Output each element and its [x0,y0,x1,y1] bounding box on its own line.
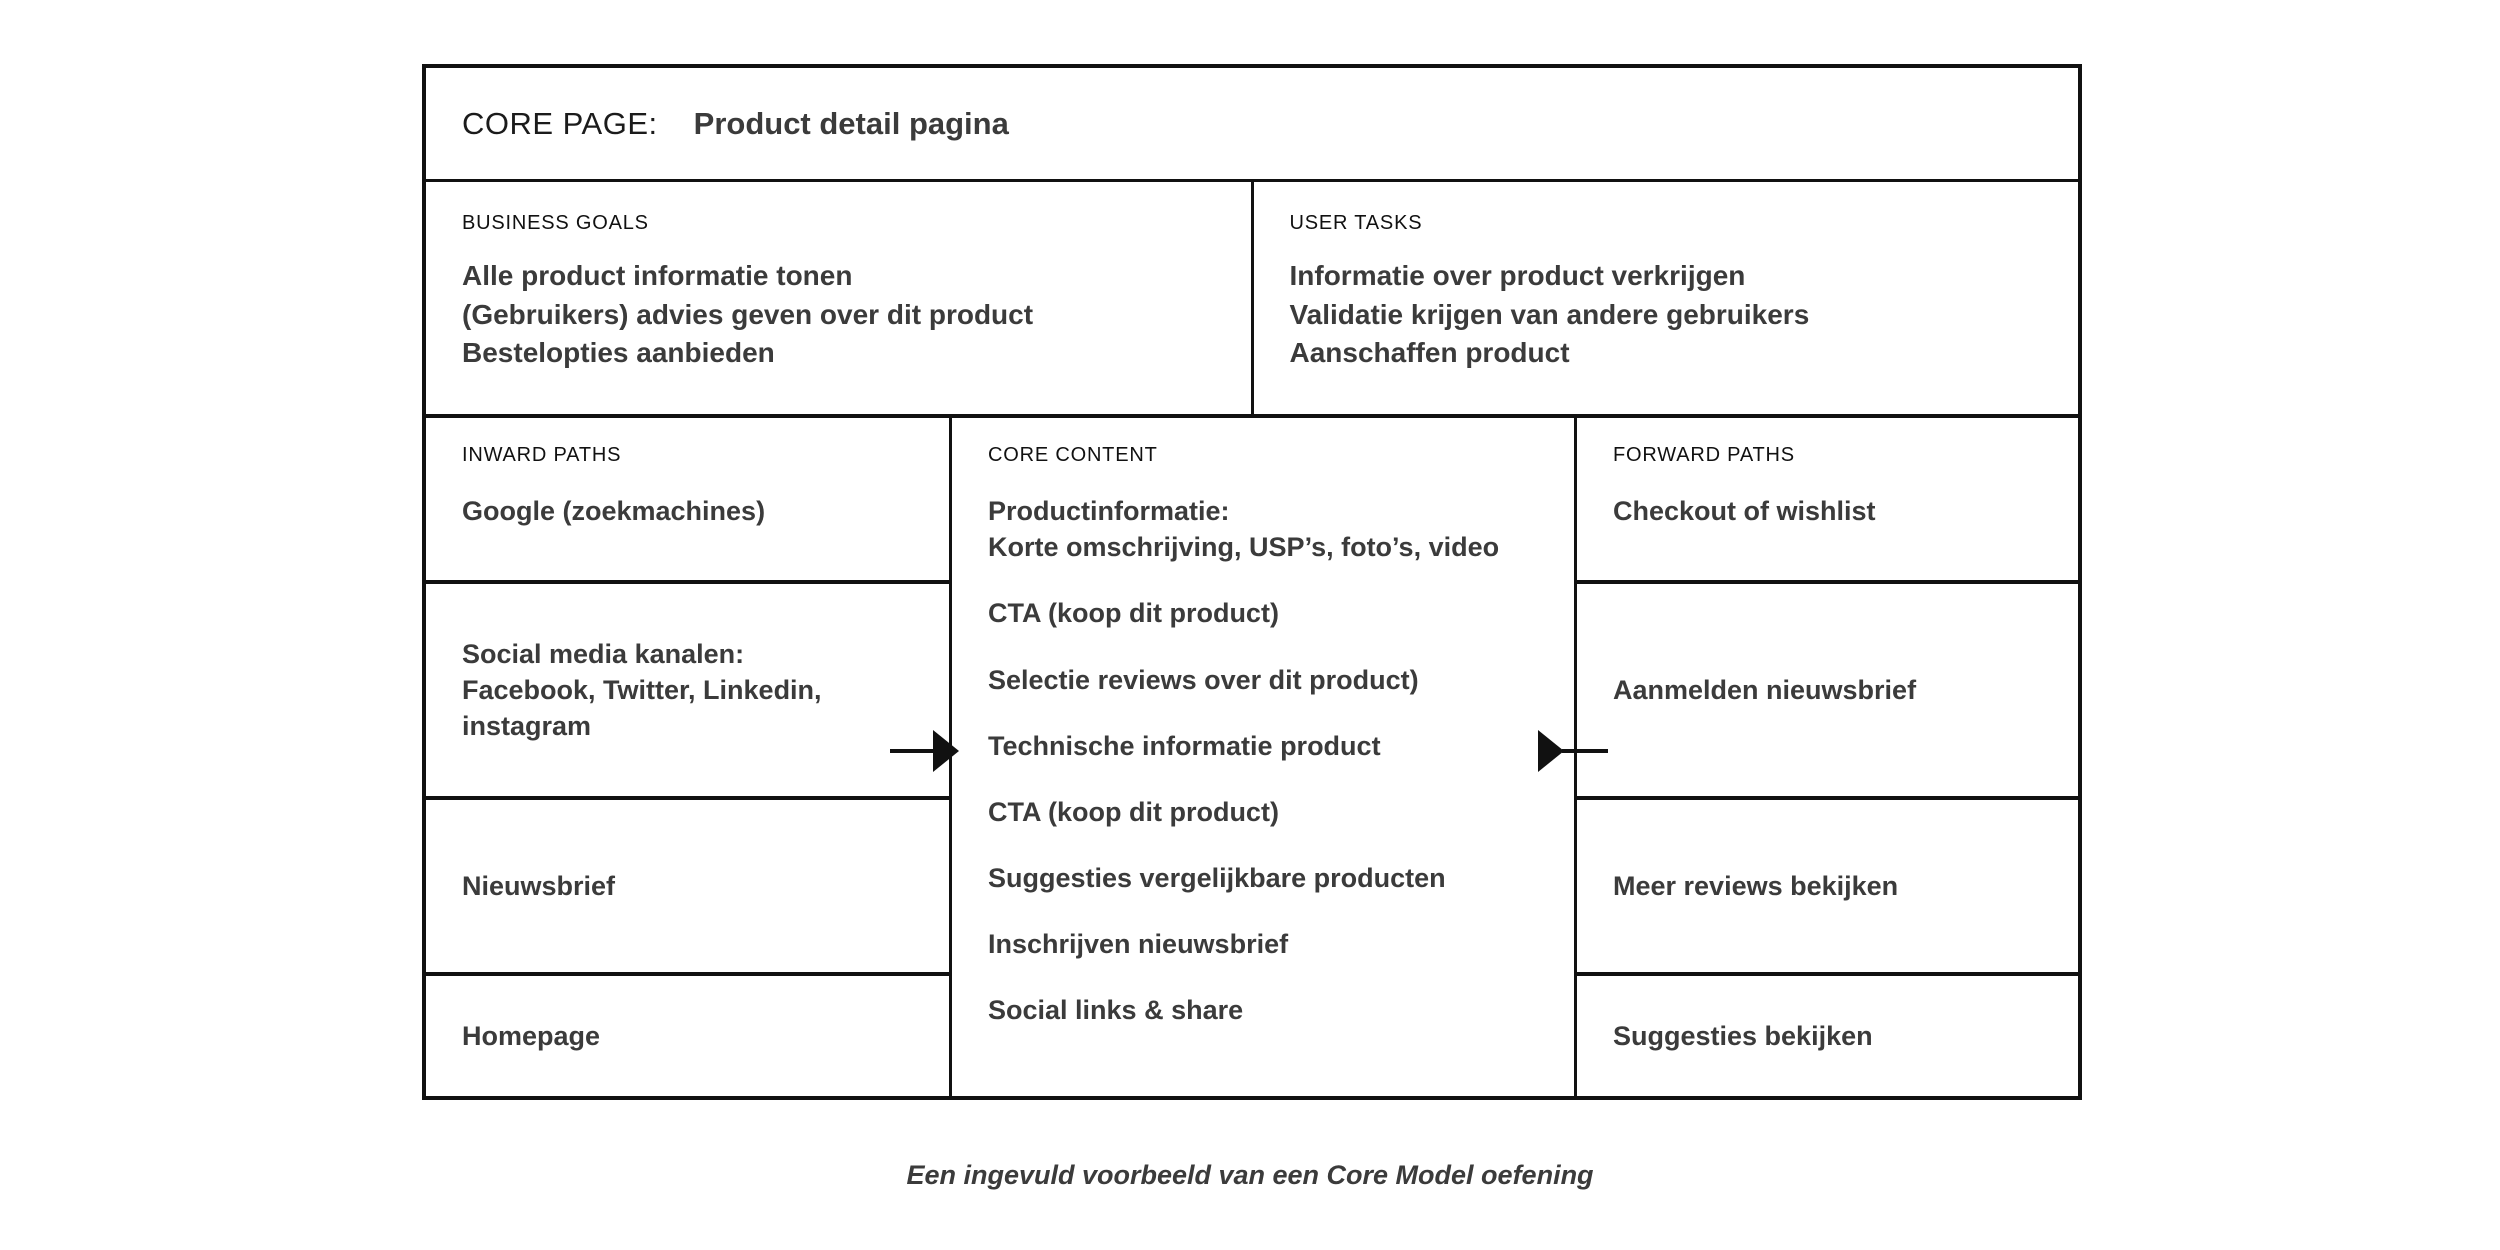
core-page-header: CORE PAGE: Product detail pagina [426,68,2078,182]
inward-path-cell: INWARD PATHS Google (zoekmachines) [426,418,949,584]
inward-arrow-stem [890,749,936,753]
core-content-item: Social links & share [988,995,1244,1026]
core-content-item: CTA (koop dit product) [988,598,1279,629]
inward-path-cell: Homepage [426,976,949,1096]
core-content-column: CORE CONTENT Productinformatie: Korte om… [952,418,1577,1096]
inward-path-cell: Social media kanalen: Facebook, Twitter,… [426,584,949,800]
core-content-item: CTA (koop dit product) [988,796,1279,827]
core-content-title: CORE CONTENT [988,444,1158,466]
core-content-item: Productinformatie: Korte omschrijving, U… [988,496,1500,563]
inward-path-text: Homepage [462,1020,601,1051]
inward-path-text: Social media kanalen: [462,638,745,669]
forward-path-cell: Suggesties bekijken [1577,976,2078,1096]
goals-band: BUSINESS GOALS Alle product informatie t… [426,182,2078,418]
inward-path-cell: Nieuwsbrief [426,800,949,976]
business-goal-item: (Gebruikers) advies geven over dit produ… [462,298,1034,330]
inward-path-text: instagram [462,711,592,742]
business-goal-item: Bestelopties aanbieden [462,337,775,369]
diagram-caption: Een ingevuld voorbeeld van een Core Mode… [906,1160,1594,1190]
core-content-item: Inschrijven nieuwsbrief [988,929,1289,960]
inward-path-text: Nieuwsbrief [462,870,616,901]
core-page-label: CORE PAGE: [462,105,658,141]
diagram-frame: CORE PAGE: Product detail pagina BUSINES… [422,64,2082,1100]
forward-path-cell: Meer reviews bekijken [1577,800,2078,976]
forward-arrow-stem [1562,749,1608,753]
inward-path-text: Google (zoekmachines) [462,496,766,526]
user-tasks-title: USER TASKS [1289,212,1423,234]
forward-path-cell: FORWARD PATHS Checkout of wishlist [1577,418,2078,584]
business-goal-item: Alle product informatie tonen [462,260,853,291]
inward-path-text: Facebook, Twitter, Linkedin, [462,674,822,705]
forward-path-cell: Aanmelden nieuwsbrief [1577,584,2078,800]
forward-paths-column: FORWARD PATHS Checkout of wishlist Aanme… [1577,418,2078,1096]
forward-path-text: Checkout of wishlist [1613,496,1876,526]
business-goals-title: BUSINESS GOALS [462,212,649,234]
inward-paths-title: INWARD PATHS [462,444,622,466]
business-goals-panel: BUSINESS GOALS Alle product informatie t… [426,182,1254,414]
inward-flow-arrow-icon [933,730,959,772]
forward-path-text: Meer reviews bekijken [1613,870,1899,901]
core-content-cell: CORE CONTENT Productinformatie: Korte om… [952,418,1574,1096]
user-task-item: Informatie over product verkrijgen [1289,260,1746,291]
forward-flow-arrow-icon [1538,730,1564,772]
forward-paths-title: FORWARD PATHS [1613,444,1795,466]
core-content-item: Selectie reviews over dit product) [988,664,1419,695]
core-page-value: Product detail pagina [693,105,1009,141]
user-tasks-panel: USER TASKS Informatie over product verkr… [1254,182,2079,414]
inward-paths-column: INWARD PATHS Google (zoekmachines) Socia… [426,418,952,1096]
core-content-item: Technische informatie product [988,730,1381,761]
core-content-item: Suggesties vergelijkbare producten [988,863,1446,894]
user-task-item: Validatie krijgen van andere gebruikers [1289,298,1810,330]
user-task-item: Aanschaffen product [1289,337,1570,369]
forward-path-text: Aanmelden nieuwsbrief [1613,674,1917,705]
paths-band: INWARD PATHS Google (zoekmachines) Socia… [426,418,2078,1096]
forward-path-text: Suggesties bekijken [1613,1020,1873,1051]
